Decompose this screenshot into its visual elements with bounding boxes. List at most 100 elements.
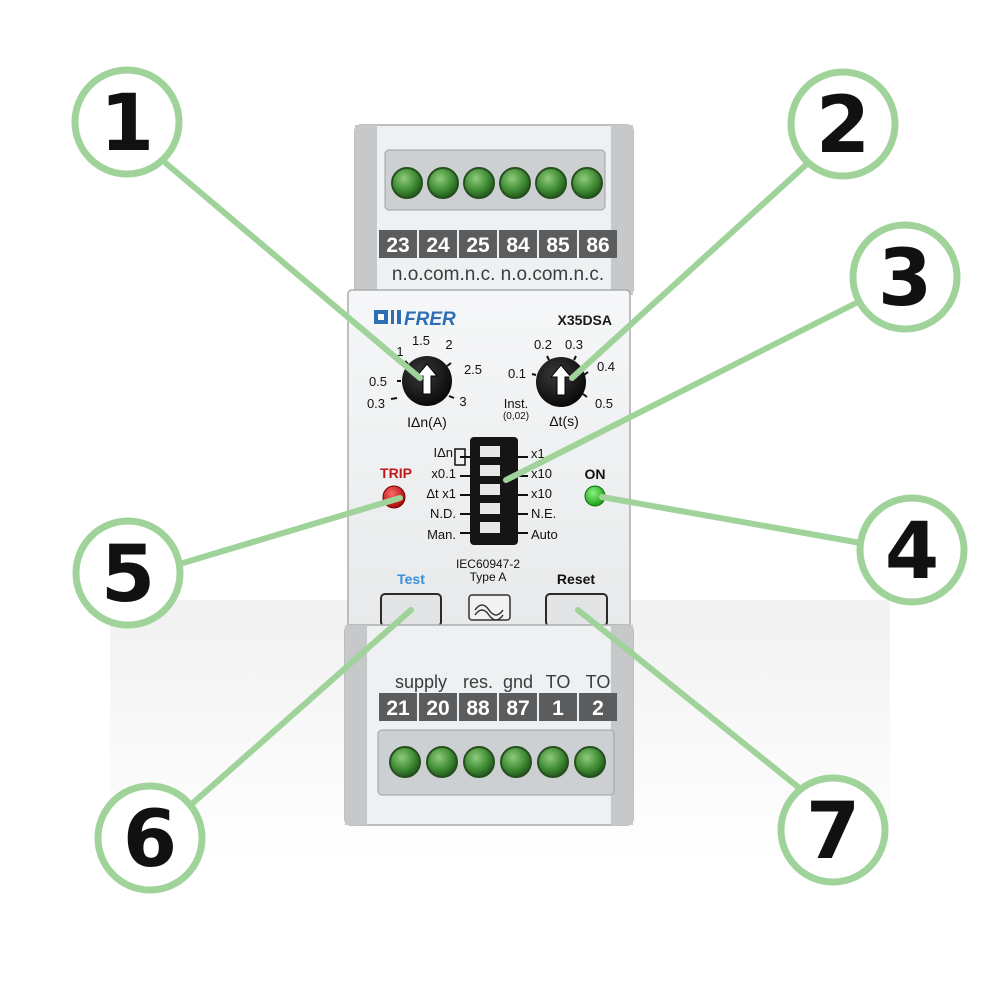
top-screw[interactable]: [571, 167, 603, 199]
time-dial-scale: 0.2 0.3 0.4 0.5 0.1 Inst. (0,02): [503, 337, 615, 422]
bottom-terminal-label: TO: [546, 672, 571, 692]
brand-name: FRER: [404, 309, 456, 330]
callout-4: 4: [856, 494, 968, 606]
svg-text:N.D.: N.D.: [430, 506, 456, 521]
top-screw[interactable]: [391, 167, 423, 199]
leader-line-2: [569, 160, 811, 381]
svg-text:2: 2: [816, 81, 870, 171]
top-terminal-block: 23 24 25 84 85 86 n.o.com.n.c. n.o.com.n…: [354, 124, 634, 296]
bottom-terminal-label: TO: [586, 672, 611, 692]
dip-switch-block: IΔn x0.1 Δt x1 N.D. Man. x1 x10 x10 N.E.…: [426, 437, 558, 545]
callout-2: 2: [787, 68, 899, 180]
current-dial: 1 1.5 2 2.5 3 0.3 0.5 IΔn(A): [367, 333, 482, 430]
model-number: X35DSA: [558, 312, 612, 328]
bottom-screw[interactable]: [537, 746, 569, 778]
leader-line-1: [159, 157, 423, 381]
dip-right-labels: x1 x10 x10 N.E. Auto: [531, 446, 558, 542]
svg-text:3: 3: [878, 234, 932, 324]
svg-text:Auto: Auto: [531, 527, 558, 542]
svg-text:0.2: 0.2: [534, 337, 552, 352]
dip-switch[interactable]: [480, 484, 500, 495]
time-dial: 0.2 0.3 0.4 0.5 0.1 Inst. (0,02) Δt(s): [503, 337, 615, 429]
front-panel: FRER X35DSA 1 1.5 2 2.5 3 0.3 0.5: [347, 289, 631, 636]
top-screw-row: [391, 167, 603, 199]
svg-text:Δt x1: Δt x1: [426, 486, 456, 501]
ac-wave-symbol: [468, 594, 511, 621]
svg-text:x0.1: x0.1: [431, 466, 456, 481]
terminal-number: 1: [552, 697, 564, 720]
on-label: ON: [585, 466, 606, 482]
bottom-terminal-numbers: 21 20 88 87 1 2: [379, 693, 617, 721]
dip-switch[interactable]: [480, 446, 500, 457]
dip-switch[interactable]: [480, 465, 500, 476]
svg-text:6: 6: [123, 795, 177, 885]
dip-left-labels: IΔn x0.1 Δt x1 N.D. Man.: [426, 445, 456, 542]
callout-3: 3: [849, 221, 961, 333]
bottom-screw[interactable]: [500, 746, 532, 778]
test-label: Test: [397, 571, 425, 587]
svg-text:Inst.: Inst.: [504, 396, 529, 411]
terminal-number: 20: [426, 697, 449, 720]
top-screw[interactable]: [463, 167, 495, 199]
type-label: Type A: [470, 570, 507, 584]
time-dial-label: Δt(s): [549, 413, 579, 429]
terminal-number: 86: [586, 234, 609, 257]
svg-text:0.3: 0.3: [565, 337, 583, 352]
bottom-screw[interactable]: [574, 746, 606, 778]
current-dial-label: IΔn(A): [407, 414, 447, 430]
bottom-screw[interactable]: [389, 746, 421, 778]
svg-text:N.E.: N.E.: [531, 506, 556, 521]
svg-text:2: 2: [445, 337, 452, 352]
svg-text:x10: x10: [531, 486, 552, 501]
terminal-number: 2: [592, 697, 604, 720]
terminal-number: 85: [546, 234, 570, 257]
terminal-number: 25: [466, 234, 490, 257]
terminal-number: 84: [506, 234, 530, 257]
terminal-number: 88: [466, 697, 490, 720]
bottom-terminal-block: supply res. gnd TO TO 21 20 88 87 1 2: [344, 624, 634, 826]
svg-text:0.1: 0.1: [508, 366, 526, 381]
terminal-number: 87: [506, 697, 529, 720]
svg-text:x1: x1: [531, 446, 545, 461]
terminal-number: 21: [386, 697, 410, 720]
trip-label: TRIP: [380, 465, 412, 481]
top-screw[interactable]: [499, 167, 531, 199]
svg-text:7: 7: [806, 787, 860, 877]
callout-5: 5: [72, 517, 184, 629]
leader-line-6: [182, 607, 414, 813]
top-terminal-numbers: 23 24 25 84 85 86: [379, 230, 617, 258]
svg-text:0.5: 0.5: [595, 396, 613, 411]
bottom-terminal-label: res.: [463, 672, 493, 692]
terminal-number: 24: [426, 234, 450, 257]
svg-text:0.4: 0.4: [597, 359, 615, 374]
svg-text:4: 4: [885, 507, 939, 597]
leader-line-3: [503, 297, 865, 483]
svg-text:x10: x10: [531, 466, 552, 481]
callouts: 1 2 3 4 5 6 7: [71, 66, 968, 894]
callout-7: 7: [777, 774, 889, 886]
standard-label: IEC60947-2: [456, 557, 520, 571]
svg-text:1.5: 1.5: [412, 333, 430, 348]
svg-text:3: 3: [459, 394, 466, 409]
bottom-terminal-label: supply: [395, 672, 447, 692]
callout-6: 6: [94, 782, 206, 894]
svg-text:0.5: 0.5: [369, 374, 387, 389]
svg-text:(0,02): (0,02): [503, 411, 529, 422]
dip-switch[interactable]: [480, 503, 500, 514]
top-screw[interactable]: [535, 167, 567, 199]
on-indicator: ON: [584, 466, 606, 507]
leader-line-4: [599, 494, 875, 548]
svg-text:1: 1: [100, 79, 154, 169]
leader-line-7: [575, 607, 811, 798]
reset-label: Reset: [557, 571, 595, 587]
bottom-screw[interactable]: [426, 746, 458, 778]
bottom-screw[interactable]: [463, 746, 495, 778]
bottom-screw-row: [389, 746, 606, 778]
terminal-number: 23: [386, 234, 409, 257]
svg-text:5: 5: [101, 530, 155, 620]
dip-switch[interactable]: [480, 522, 500, 533]
svg-text:1: 1: [396, 344, 403, 359]
bottom-terminal-label: gnd: [503, 672, 533, 692]
top-screw[interactable]: [427, 167, 459, 199]
